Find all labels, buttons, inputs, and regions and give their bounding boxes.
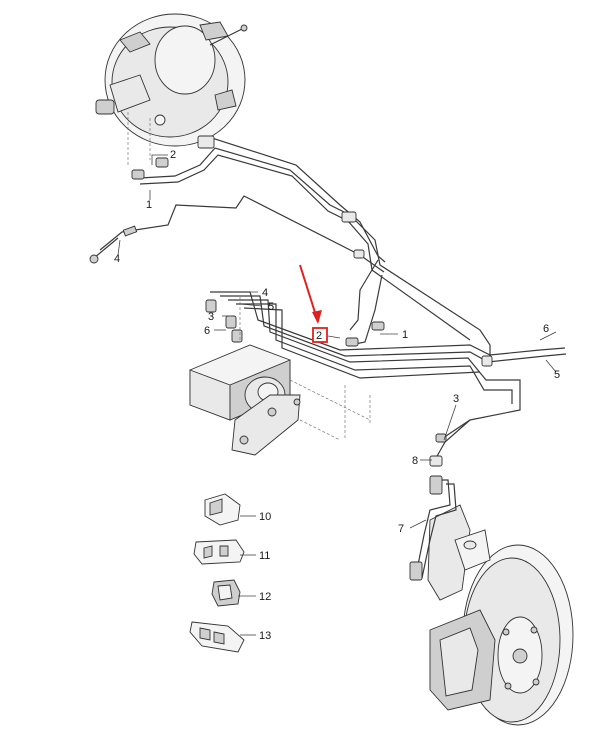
pipe-clip-13 bbox=[189, 621, 245, 653]
callout-6-abs: 6 bbox=[204, 325, 210, 337]
leader-lines bbox=[117, 154, 557, 636]
pipe-clip-11 bbox=[193, 539, 245, 565]
callout-13: 13 bbox=[259, 630, 271, 642]
pipe-clip-10 bbox=[204, 493, 241, 526]
callout-4-abs: 4 bbox=[262, 287, 268, 299]
callout-7: 7 bbox=[398, 523, 404, 535]
highlight-arrowhead bbox=[312, 310, 322, 324]
highlight-box bbox=[312, 327, 328, 343]
callout-10: 10 bbox=[259, 511, 271, 523]
highlight-marker: 2 bbox=[299, 264, 328, 343]
callout-3-abs: 3 bbox=[208, 311, 214, 323]
abs-control-unit bbox=[189, 295, 371, 456]
brake-hose bbox=[409, 419, 471, 581]
callout-6-right: 6 bbox=[543, 323, 549, 335]
callout-1-right: 1 bbox=[402, 329, 408, 341]
callout-2-highlighted: 2 bbox=[316, 330, 322, 342]
callout-4-left: 4 bbox=[114, 253, 120, 265]
callout-11: 11 bbox=[259, 550, 270, 562]
brake-lines-abs bbox=[205, 259, 567, 441]
callout-3-right: 3 bbox=[453, 393, 459, 405]
callout-12: 12 bbox=[259, 591, 271, 603]
brake-disc-assembly bbox=[427, 504, 574, 726]
callout-1-booster: 1 bbox=[146, 199, 152, 211]
callout-5-abs: 5 bbox=[268, 301, 274, 313]
callout-2-booster: 2 bbox=[170, 149, 176, 161]
callout-8: 8 bbox=[412, 455, 418, 467]
callout-5-right: 5 bbox=[554, 369, 560, 381]
brake-booster bbox=[95, 13, 248, 165]
pipe-clip-12 bbox=[211, 579, 241, 607]
brake-lines-upper bbox=[89, 135, 491, 360]
